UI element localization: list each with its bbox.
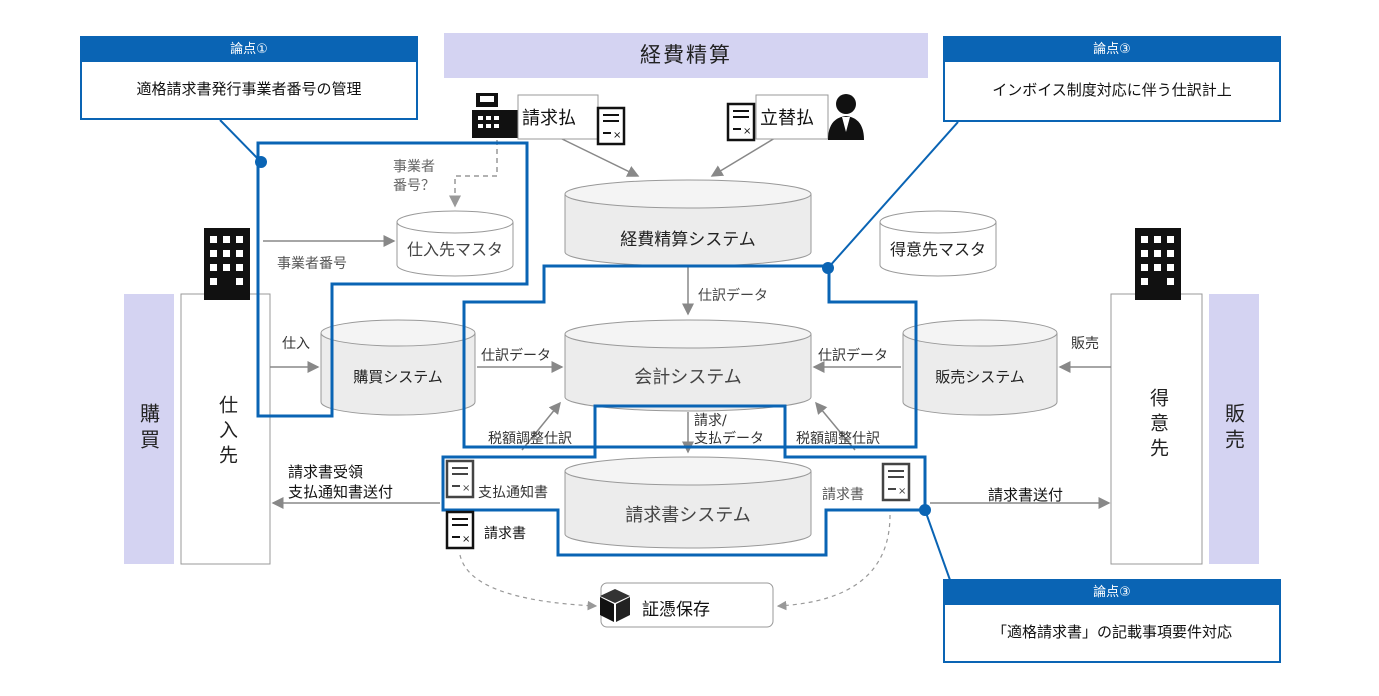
svg-text:×: × — [462, 534, 470, 545]
businessman-icon — [828, 94, 864, 140]
svg-text:×: × — [898, 486, 906, 497]
journal-right-label: 仕訳データ — [818, 348, 888, 364]
bizno-label: 事業者番号 — [277, 256, 347, 272]
invoice-left-label: 請求書 — [484, 526, 526, 542]
page-title: 経費精算 — [640, 43, 732, 67]
arrow-reimburse-to-expense — [710, 137, 776, 177]
callout-1-body: 適格請求書発行事業者番号の管理 — [136, 80, 362, 98]
arrow-bizno-query — [449, 140, 498, 208]
cylinder-expense — [564, 179, 812, 267]
supplier-box — [180, 293, 271, 565]
arrow-invoice-right-to-evidence — [776, 514, 891, 611]
arrow-invoice-to-accounting-left — [521, 401, 561, 451]
tax-adj-left-label: 税額調整仕訳 — [488, 431, 572, 447]
arrow-invoice-to-accounting-right — [815, 401, 856, 451]
building-icon — [204, 228, 250, 300]
cylinder-sales — [902, 319, 1058, 416]
supplier-label: 仕入先 — [216, 395, 238, 470]
billing-data-label: 請求/ 支払データ — [694, 413, 764, 447]
shiire-label: 仕入 — [282, 336, 310, 352]
sales-system-label: 販売システム — [935, 368, 1025, 386]
invoice-right-label: 請求書 — [822, 487, 864, 503]
connector-c3 — [924, 509, 951, 581]
pay-notice-label: 支払通知書 — [478, 485, 548, 501]
svg-text:×: × — [743, 126, 751, 137]
invoicepay-label: 請求払 — [522, 108, 576, 129]
arrow-invoicepay-to-expense — [559, 137, 640, 177]
right-band: 販売 — [1209, 294, 1259, 564]
recv-send-label: 請求書受領 支払通知書送付 — [288, 463, 394, 501]
journal-left-label: 仕訳データ — [481, 348, 551, 364]
callout-3: 論点③ 「適格請求書」の記載事項要件対応 — [943, 579, 1281, 663]
document-icon: × — [881, 462, 911, 502]
header-band: 経費精算 — [444, 33, 928, 78]
invoice-system-label: 請求書システム — [625, 505, 751, 526]
left-band: 購買 — [124, 294, 174, 564]
cylinder-purchase — [320, 319, 476, 416]
document-icon: × — [726, 102, 756, 142]
document-icon: × — [445, 510, 475, 550]
highlight-invoice-area — [441, 404, 927, 557]
bizno-query-label: 事業者 番号？ — [393, 159, 435, 194]
reimburse-box — [755, 94, 829, 140]
invoice-send-label: 請求書送付 — [988, 486, 1064, 504]
cylinder-customer-master — [879, 210, 997, 277]
connector-c1 — [219, 119, 262, 163]
svg-text:×: × — [462, 483, 470, 494]
callout-2: 論点③ インボイス制度対応に伴う仕訳計上 — [943, 36, 1281, 122]
invoicepay-box — [517, 94, 599, 140]
svg-text:×: × — [613, 130, 621, 141]
purchase-system-label: 購買システム — [353, 368, 443, 386]
accounting-system-label: 会計システム — [634, 367, 742, 388]
document-icon: × — [445, 459, 475, 499]
cylinder-supplier-master — [396, 210, 514, 277]
callout-1-heading: 論点① — [82, 38, 416, 62]
building-icon — [1135, 228, 1181, 300]
customer-box — [1110, 293, 1203, 565]
customer-label: 得意先 — [1147, 388, 1169, 463]
callout-3-body: 「適格請求書」の記載事項要件対応 — [991, 623, 1232, 641]
tax-adj-right-label: 税額調整仕訳 — [796, 431, 880, 447]
evidence-label: 証憑保存 — [642, 600, 710, 620]
journal-top-label: 仕訳データ — [698, 288, 768, 304]
reimburse-label: 立替払 — [760, 108, 814, 129]
callout-3-heading: 論点③ — [945, 581, 1279, 605]
callout-2-body: インボイス制度対応に伴う仕訳計上 — [992, 81, 1232, 99]
highlight-accounting-area — [462, 264, 918, 449]
supplier-master-label: 仕入先マスタ — [406, 240, 503, 259]
cylinder-accounting — [564, 319, 812, 412]
callout-1: 論点① 適格請求書発行事業者番号の管理 — [80, 36, 418, 120]
hanbai-label: 販売 — [1071, 336, 1099, 352]
callout-2-heading: 論点③ — [945, 38, 1279, 62]
register-icon — [472, 93, 520, 138]
document-icon: × — [596, 106, 626, 146]
arrow-invoice-to-evidence — [459, 554, 598, 611]
cylinder-invoice — [564, 456, 812, 549]
customer-master-label: 得意先マスタ — [889, 240, 986, 259]
box-icon — [600, 589, 630, 622]
expense-system-label: 経費精算システム — [620, 230, 756, 250]
highlight-purchase-area — [256, 141, 529, 418]
connector-c2 — [827, 121, 959, 269]
